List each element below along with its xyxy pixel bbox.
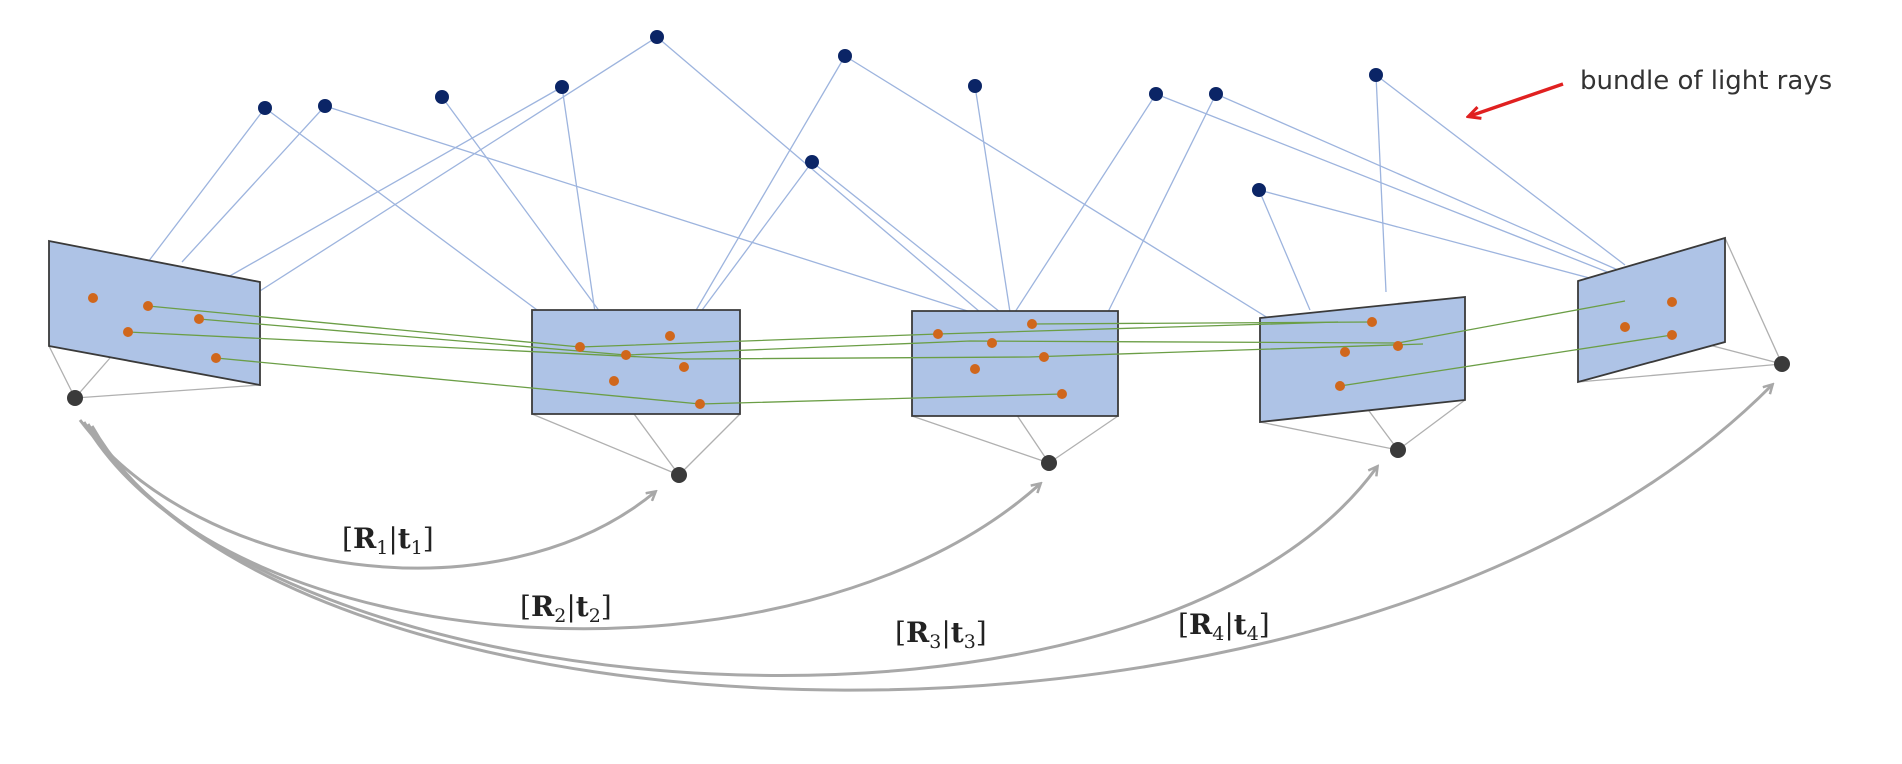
transform-label-4: [R4|t4] [1178,608,1270,645]
transform-label-1: [R1|t1] [342,522,434,559]
image-plane-3 [911,310,1119,417]
transform-arc-3 [86,423,1377,677]
camera-center-3 [1041,455,1057,471]
transform-arc-4 [90,385,1772,692]
camera-center-1 [67,390,83,406]
annotation-label: bundle of light rays [1580,66,1832,96]
camera-frustums [48,237,1783,476]
camera-centers [67,356,1790,483]
camera-center-5 [1774,356,1790,372]
annotation-arrow [1470,82,1564,116]
transform-arc-1 [78,419,655,570]
camera-center-2 [671,467,687,483]
image-plane-4 [1259,296,1466,424]
transform-label-2: [R2|t2] [520,590,612,627]
camera-center-4 [1390,442,1406,458]
transform-label-3: [R3|t3] [895,616,987,653]
light-rays [147,36,1673,365]
transform-arc-2 [82,421,1040,631]
image-planes [48,236,1726,424]
world-points [258,30,1383,197]
image-plane-5 [1577,236,1726,384]
transform-arcs [78,385,1772,692]
image-plane-2 [531,309,741,415]
image-plane-1 [48,239,261,387]
feature-points [88,293,1677,409]
